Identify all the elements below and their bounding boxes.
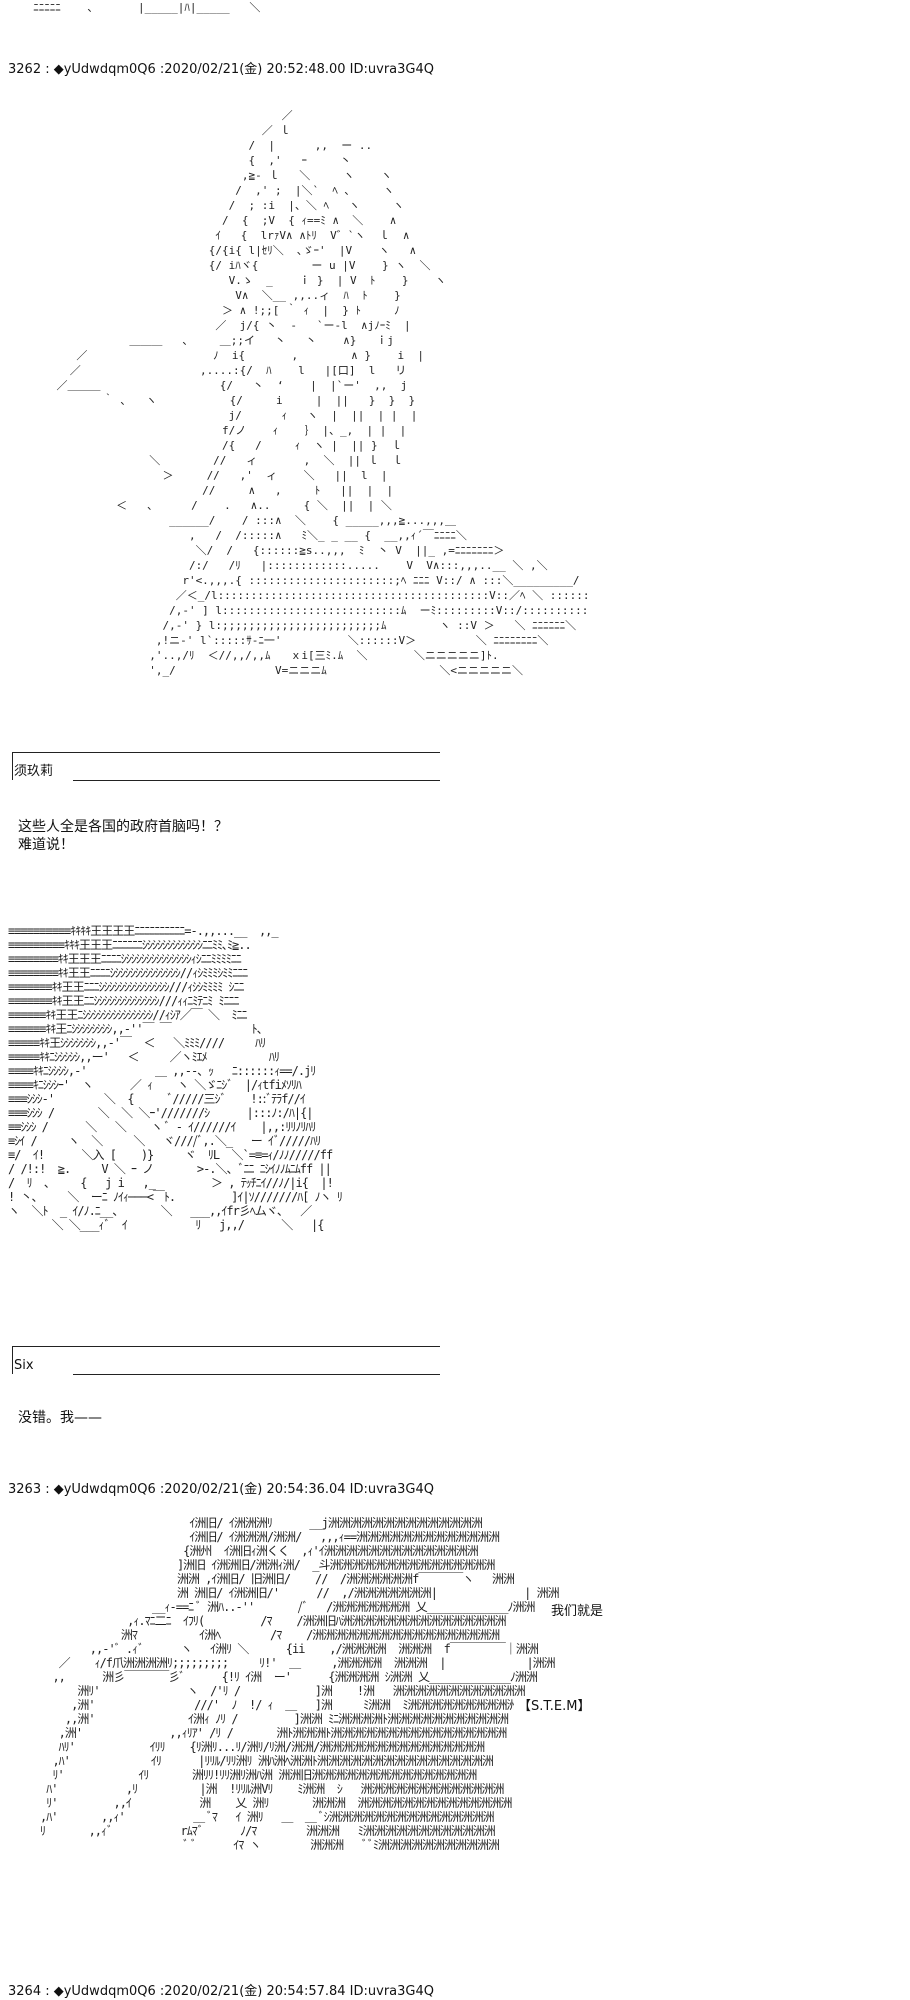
post-header: 3263 : ◆yUdwdqm0Q6 :2020/02/21(金) 20:54:… xyxy=(8,1482,434,1497)
ascii-art-character: ／ ／ ｌ / | ,, ー .. { ,' ｰ 丶 ,≧- ｌ ＼ ヽ ヽ xyxy=(56,109,590,677)
post-header: 3264 : ◆yUdwdqm0Q6 :2020/02/21(金) 20:54:… xyxy=(8,1984,434,1999)
ascii-art-scene: ≡≡≡≡≡≡≡≡≡≡ｷｷｷｷ王王王王ﾆﾆﾆﾆﾆﾆﾆﾆﾆﾆ=-.,,...__ ,… xyxy=(8,924,343,1232)
ascii-art-fragment: ﾆﾆﾆﾆﾆ 、 |_____|ﾊ|_____ ＼ xyxy=(33,1,261,14)
speech-bubble-text: 我们就是 xyxy=(547,1604,608,1620)
dialogue-line: 没错。我—— xyxy=(18,1410,102,1426)
dialogue-line: 这些人全是各国的政府首脑吗！？ xyxy=(18,819,228,835)
speaker-frame xyxy=(12,1346,440,1375)
dialogue-line: 难道说！ xyxy=(18,837,74,853)
speaker-name: Six xyxy=(14,1358,34,1373)
speech-bubble-text: 【S.T.E.M】 xyxy=(514,1699,595,1715)
ascii-art-stem-scene: ｲ洲旧/ ｲ洲洲洲ﾘ __j洲洲洲洲洲洲洲洲洲洲洲洲洲洲 ｲ洲旧/ ｲ洲洲洲/洲… xyxy=(40,1516,560,1852)
post-header: 3262 : ◆yUdwdqm0Q6 :2020/02/21(金) 20:52:… xyxy=(8,62,434,77)
speaker-name: 须玖莉 xyxy=(14,764,54,779)
speaker-frame xyxy=(12,752,440,781)
